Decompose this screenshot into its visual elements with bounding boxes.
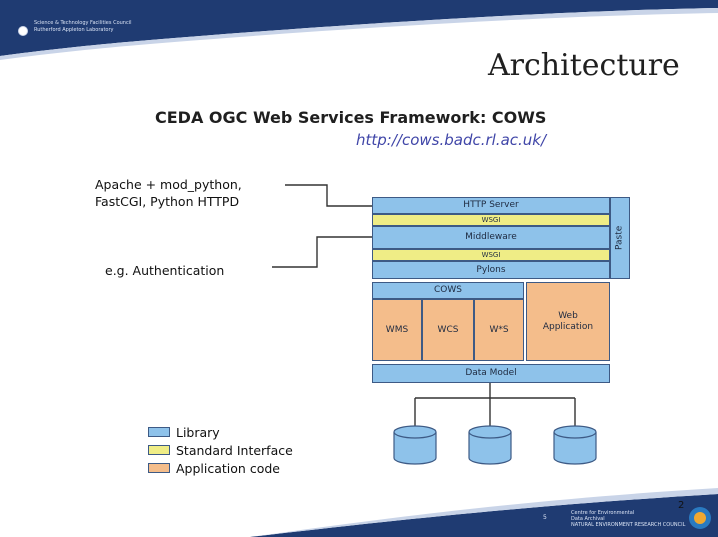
footer-number: 5 <box>543 514 547 521</box>
header-text-line: Science & Technology Facilities Council <box>34 20 132 26</box>
legend-swatch <box>148 463 170 473</box>
header-text-line: Rutherford Appleton Laboratory <box>34 27 114 33</box>
server-note-line: FastCGI, Python HTTPD <box>95 194 240 209</box>
web-application-box: Web Application <box>526 282 610 361</box>
server-note-line: Apache + mod_python, <box>95 177 242 192</box>
database-icon <box>393 425 437 465</box>
slide-subtitle: CEDA OGC Web Services Framework: COWS <box>155 108 547 127</box>
footer-text-line: Centre for Environmental <box>571 510 635 516</box>
wsgi-interface-box: WSGI <box>372 214 610 226</box>
data-model-connector <box>414 383 576 426</box>
wxs-box: W*S <box>474 299 524 361</box>
footer-text-line: NATURAL ENVIRONMENT RESEARCH COUNCIL <box>571 522 686 528</box>
footer-text-line: Data Archival <box>571 516 605 522</box>
cows-box: COWS <box>372 282 524 299</box>
page-number: 2 <box>678 500 685 511</box>
data-model-box: Data Model <box>372 364 610 383</box>
legend-label: Standard Interface <box>176 442 293 458</box>
header-text: Science & Technology Facilities Council … <box>34 20 132 34</box>
database-icon <box>553 425 597 465</box>
legend: Library Standard Interface Application c… <box>148 423 293 477</box>
http-server-box: HTTP Server <box>372 197 610 214</box>
organisation-logo-icon <box>18 26 28 36</box>
legend-item-standard-interface: Standard Interface <box>148 441 293 459</box>
wcs-box: WCS <box>422 299 474 361</box>
legend-item-library: Library <box>148 423 293 441</box>
wsgi-interface-box: WSGI <box>372 249 610 261</box>
legend-swatch <box>148 427 170 437</box>
footer-organisation-text: Centre for Environmental Data Archival N… <box>571 510 685 528</box>
pylons-box: Pylons <box>372 261 610 279</box>
legend-label: Library <box>176 424 220 440</box>
auth-note: e.g. Authentication <box>105 263 225 278</box>
legend-label: Application code <box>176 460 280 476</box>
auth-connector <box>272 236 372 268</box>
server-note: Apache + mod_python, FastCGI, Python HTT… <box>95 176 242 210</box>
server-connector <box>285 184 372 207</box>
legend-item-application-code: Application code <box>148 459 293 477</box>
database-icon <box>468 425 512 465</box>
wms-box: WMS <box>372 299 422 361</box>
cows-url-link[interactable]: http://cows.badc.rl.ac.uk/ <box>356 131 547 149</box>
slide-title: Architecture <box>488 48 680 83</box>
middleware-box: Middleware <box>372 226 610 249</box>
legend-swatch <box>148 445 170 455</box>
